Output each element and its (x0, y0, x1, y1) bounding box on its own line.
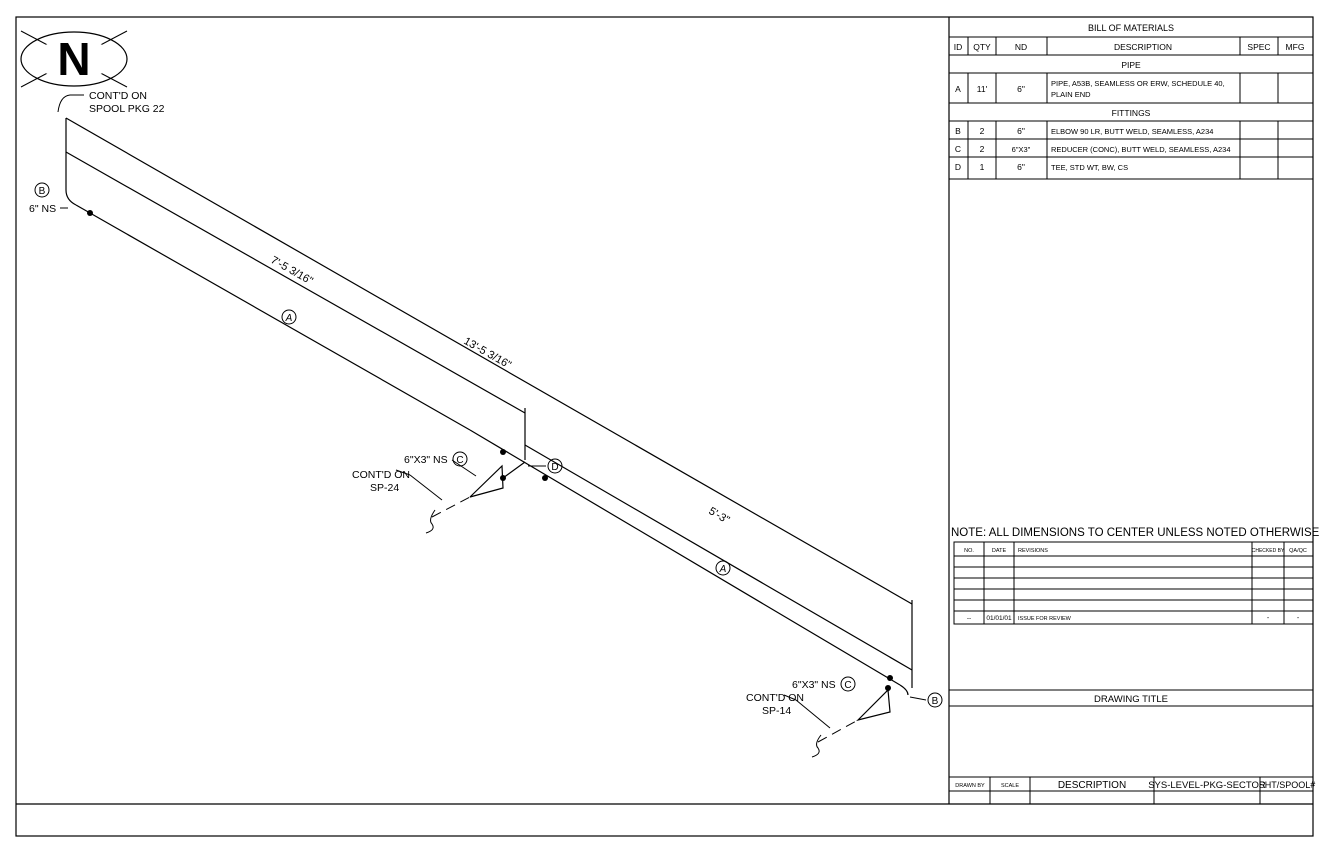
rev-row-date: 01/01/01 (986, 615, 1012, 622)
drawing-annotations: CONT'D ON SPOOL PKG 22 B 6" NS 7'-5 3/16… (29, 90, 943, 717)
bom-header-description: DESCRIPTION (1114, 42, 1172, 52)
bom-row-qty: 1 (980, 162, 985, 172)
bom-row-desc: REDUCER (CONC), BUTT WELD, SEAMLESS, A23… (1051, 145, 1230, 154)
continuation-lines (57, 94, 927, 758)
bom-row-desc: ELBOW 90 LR, BUTT WELD, SEAMLESS, A234 (1051, 127, 1213, 136)
bom-header-id: ID (954, 42, 963, 52)
cont-note-top-2: SPOOL PKG 22 (89, 103, 165, 115)
pipe-isometric (65, 117, 913, 696)
bom-row-nd: 6" (1017, 162, 1025, 172)
sheet-border (15, 16, 1314, 837)
size-label-top: 6" NS (29, 203, 56, 215)
bom-section-pipe: PIPE (1121, 60, 1141, 70)
weld-dot (87, 210, 93, 216)
bubble-c-mid: C (456, 455, 463, 466)
weld-points (87, 210, 893, 691)
bom-row-id: B (955, 126, 961, 136)
bom-row-desc-2: PLAIN END (1051, 90, 1091, 99)
bom-header-qty: QTY (973, 42, 991, 52)
reducer-mid-icon (469, 464, 504, 498)
rev-header-qaqc: QA/QC (1289, 548, 1307, 554)
bill-of-materials: BILL OF MATERIALS ID QTY ND DESCRIPTION … (948, 16, 1314, 180)
weld-dot (542, 475, 548, 481)
title-scale: SCALE (1001, 783, 1019, 789)
cont-note-bottom-2: SP-14 (762, 705, 791, 717)
rev-row-qaqc: - (1297, 615, 1300, 622)
bom-header-spec: SPEC (1247, 42, 1270, 52)
dim-label-13ft: 13'-5 3/16" (462, 335, 514, 371)
bom-row-id: A (955, 84, 961, 94)
bubble-a-upper: A (285, 313, 293, 324)
reducer-bottom-icon (856, 688, 891, 722)
bom-row-qty: 11' (977, 84, 988, 94)
title-drawn-by: DRAWN BY (955, 783, 985, 789)
title-sys-code: SYS-LEVEL-PKG-SECTOR (1148, 780, 1266, 791)
bom-section-fittings: FITTINGS (1112, 108, 1151, 118)
bubble-d: D (551, 462, 558, 473)
rev-row-checked: - (1267, 615, 1270, 622)
cont-note-top-1: CONT'D ON (89, 90, 147, 102)
bom-row-nd: 6" (1017, 126, 1025, 136)
north-arrow-icon: N (20, 30, 128, 88)
cont-note-mid-2: SP-24 (370, 482, 399, 494)
cont-note-mid-1: CONT'D ON (352, 469, 410, 481)
bom-title: BILL OF MATERIALS (1088, 23, 1174, 33)
bubble-c-bottom: C (844, 680, 851, 691)
bom-row-desc: TEE, STD WT, BW, CS (1051, 163, 1128, 172)
bom-row-qty: 2 (980, 144, 985, 154)
rev-row-description: ISSUE FOR REVIEW (1018, 616, 1072, 622)
bom-row-qty: 2 (980, 126, 985, 136)
bom-row-id: C (955, 144, 961, 154)
weld-dot (887, 675, 893, 681)
bubble-a-lower: A (719, 564, 727, 575)
weld-dot (885, 685, 891, 691)
bubble-b-bottom: B (932, 696, 939, 707)
north-arrow-letter: N (57, 33, 90, 85)
bom-header-nd: ND (1015, 42, 1027, 52)
bom-row-nd: 6"X3" (1012, 145, 1031, 154)
bubble-b-top: B (39, 186, 46, 197)
dim-label-5ft: 5'-3" (707, 505, 732, 526)
bom-row-nd: 6" (1017, 84, 1025, 94)
revision-block: NO. DATE REVISIONS CHECKED BY QA/QC -- 0… (953, 541, 1314, 625)
rev-header-date: DATE (992, 548, 1007, 554)
weld-dot (500, 449, 506, 455)
bom-header-mfg: MFG (1286, 42, 1305, 52)
drawing-title-label: DRAWING TITLE (1094, 694, 1168, 705)
reducer-symbols (469, 464, 891, 722)
rev-header-revisions: REVISIONS (1018, 548, 1048, 554)
cont-note-bottom-1: CONT'D ON (746, 692, 804, 704)
rev-header-no: NO. (964, 548, 974, 554)
size-label-bottom: 6"X3" NS (792, 679, 836, 691)
general-note: NOTE: ALL DIMENSIONS TO CENTER UNLESS NO… (951, 527, 1320, 539)
bom-row-desc: PIPE, A53B, SEAMLESS OR ERW, SCHEDULE 40… (1051, 79, 1225, 88)
rev-row-no: -- (967, 615, 971, 622)
title-sheet: SHT/SPOOL# (1259, 780, 1316, 790)
title-description: DESCRIPTION (1058, 780, 1126, 791)
size-label-mid: 6"X3" NS (404, 454, 448, 466)
rev-header-checked: CHECKED BY (1252, 548, 1285, 554)
bom-row-id: D (955, 162, 961, 172)
title-block: DRAWING TITLE DRAWN BY SCALE DESCRIPTION… (949, 689, 1316, 804)
